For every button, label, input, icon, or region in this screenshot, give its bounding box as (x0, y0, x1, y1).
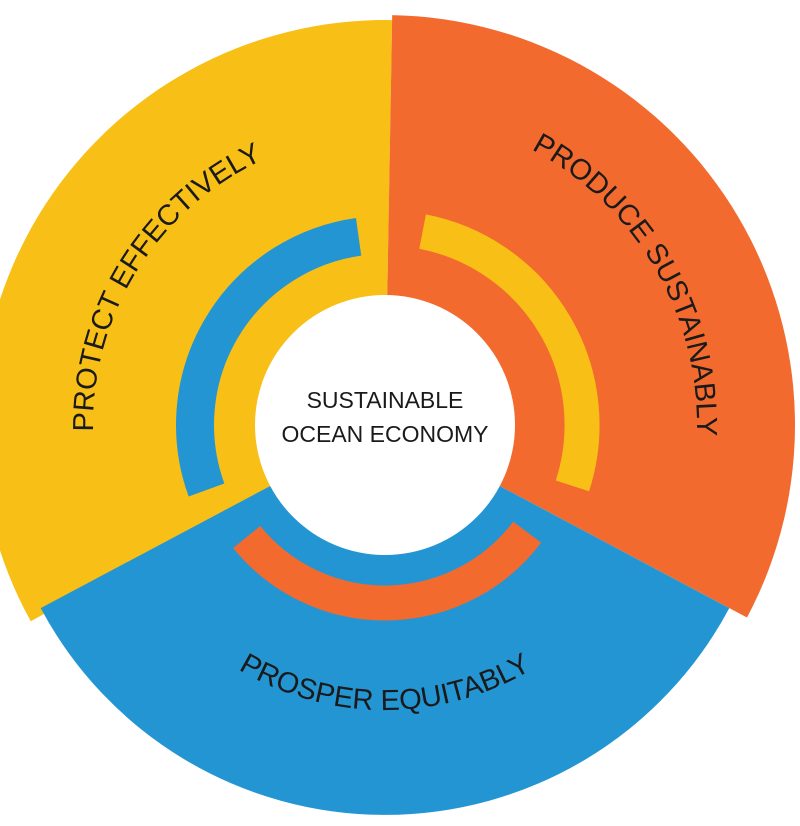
produce-inner-arrow-arc (419, 214, 600, 492)
protect-inner-arrow-arc (176, 217, 362, 497)
center-hub (255, 295, 515, 555)
center-title-line2: OCEAN ECONOMY (281, 421, 488, 447)
prosper-inner-arrow-arc (233, 521, 542, 621)
center-title-line1: SUSTAINABLE (307, 387, 464, 413)
